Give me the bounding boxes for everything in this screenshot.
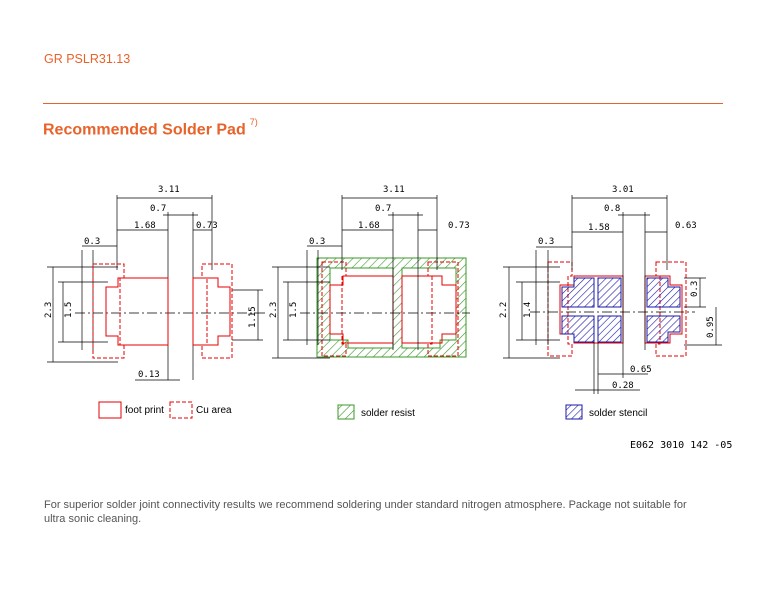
product-code: GR PSLR31.13 xyxy=(44,52,131,66)
d2-gap-dim: 0.7 xyxy=(375,204,391,214)
d1-inner-dim: 1.68 xyxy=(134,221,156,231)
d1-right-height-dim: 1.15 xyxy=(248,306,258,328)
d3-right-top-dim: 0.3 xyxy=(690,281,700,297)
d2-left-pad-dim: 0.3 xyxy=(309,237,325,247)
drawing-solder-stencil: 3.01 0.8 1.58 0.63 0.3 0.65 0.28 2.2 1.4… xyxy=(499,185,722,394)
d3-stencil-gap-dim: 0.65 xyxy=(630,365,652,375)
d3-height-dim: 2.2 xyxy=(499,302,509,318)
legend-cu-area-label: Cu area xyxy=(196,405,232,416)
d3-right-height-dim: 0.95 xyxy=(706,316,716,338)
drawing-footprint: 3.11 0.7 1.68 0.73 0.3 0.13 2.3 1.5 1.15 xyxy=(44,185,265,381)
d1-gap-dim: 0.7 xyxy=(150,204,166,214)
d3-left-pad-dim: 0.3 xyxy=(538,237,554,247)
d1-right-pad-dim: 0.73 xyxy=(196,221,218,231)
legend-footprint-swatch xyxy=(98,401,122,419)
d1-overall-dim: 3.11 xyxy=(158,185,180,195)
d3-gap-dim: 0.8 xyxy=(604,204,620,214)
legend-footprint-label: foot print xyxy=(125,405,164,416)
d2-height-dim: 2.3 xyxy=(269,302,279,318)
d1-height-dim: 2.3 xyxy=(44,302,54,318)
d3-stencil-width-dim: 0.28 xyxy=(612,381,634,391)
d1-left-pad-dim: 0.3 xyxy=(84,237,100,247)
legend-solder-resist-label: solder resist xyxy=(361,408,415,419)
d2-overall-dim: 3.11 xyxy=(383,185,405,195)
d3-inner-dim: 1.58 xyxy=(588,223,610,233)
d3-overall-dim: 3.01 xyxy=(612,185,634,195)
footnote-ref: 7) xyxy=(249,117,258,127)
d2-inner-dim: 1.68 xyxy=(358,221,380,231)
legend-solder-stencil-label: solder stencil xyxy=(589,408,647,419)
legend-solder-stencil-swatch xyxy=(565,404,583,420)
section-title-text: Recommended Solder Pad xyxy=(43,121,246,139)
d3-right-pad-dim: 0.63 xyxy=(675,221,697,231)
d3-pad-height-dim: 1.4 xyxy=(523,302,533,318)
d2-pad-height-dim: 1.5 xyxy=(289,302,299,318)
legend: foot print Cu area solder resist solder … xyxy=(98,401,647,420)
document-number: E062 3010 142 -05 xyxy=(630,440,732,451)
header-divider xyxy=(43,103,723,104)
footer-note: For superior solder joint connectivity r… xyxy=(44,499,687,525)
drawing-solder-resist: 3.11 0.7 1.68 0.73 0.3 2.3 1.5 xyxy=(269,185,470,359)
legend-solder-resist-swatch xyxy=(337,404,355,420)
d1-notch-dim: 0.13 xyxy=(138,370,160,380)
d1-pad-height-dim: 1.5 xyxy=(64,302,74,318)
d2-right-pad-dim: 0.73 xyxy=(448,221,470,231)
legend-cu-area-swatch xyxy=(169,401,193,419)
